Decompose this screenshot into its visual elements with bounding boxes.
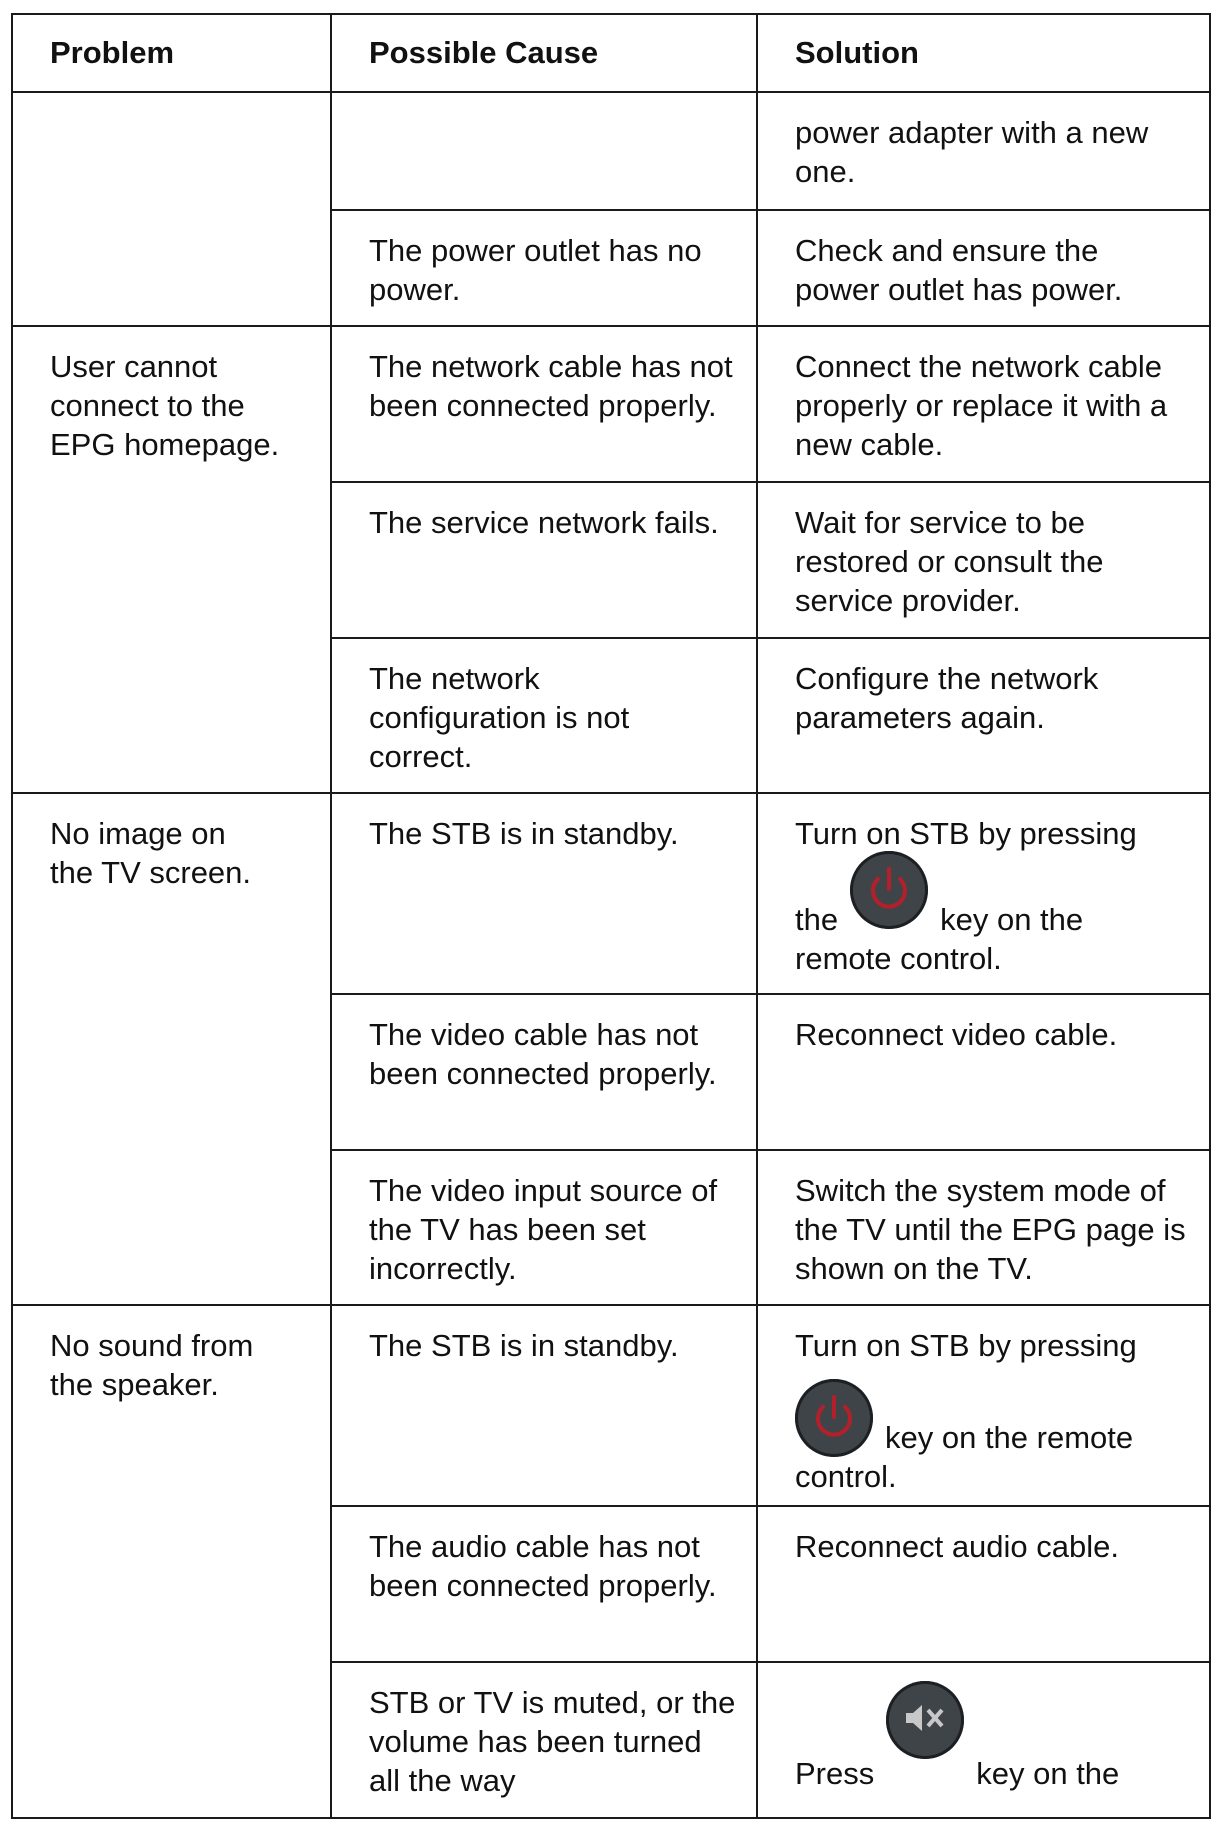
power-key-icon (850, 851, 929, 929)
cause-cell: The video cable has not been connected p… (330, 993, 758, 1151)
solution-cell: Connect the network cable properly or re… (756, 325, 1211, 483)
table-row: The network configuration is not correct… (12, 637, 1211, 794)
cause-cell: The STB is in standby. (330, 1304, 758, 1507)
solution-text: Turn on STB by pressing (795, 1328, 1137, 1363)
table-row: power adapter with a new one. (11, 91, 1211, 327)
table-row: No image on the TV screen. The STB is in… (11, 792, 1211, 1306)
cause-cell (330, 91, 758, 211)
table-row: The video input source of the TV has bee… (12, 1149, 1211, 1306)
header-possible-cause: Possible Cause (330, 13, 758, 93)
problem-cell: No sound from the speaker. (11, 1304, 332, 1819)
cause-cell: The power outlet has no power. (330, 209, 758, 327)
solution-cell: Check and ensure the power outlet has po… (756, 209, 1211, 327)
troubleshooting-table: Problem Possible Cause Solution power ad… (11, 13, 1211, 1819)
solution-text: the (795, 902, 839, 937)
solution-cell: Reconnect video cable. (756, 993, 1211, 1151)
header-problem: Problem (11, 13, 332, 93)
solution-cell: Turn on STB by pressing key on the remot… (756, 1304, 1211, 1507)
table-row: The video cable has not been connected p… (12, 993, 1211, 1151)
table-header-row: Problem Possible Cause Solution (11, 13, 1211, 93)
table-row: The power outlet has no power. Check and… (12, 209, 1211, 327)
table-row: STB or TV is muted, or the volume has be… (12, 1661, 1211, 1819)
solution-text: Turn on STB by pressing (795, 816, 1137, 851)
problem-cell (11, 91, 332, 327)
solution-text: key on the (940, 902, 1084, 937)
problem-cell: User cannot connect to the EPG homepage. (11, 325, 332, 794)
solution-text: control. (795, 1459, 897, 1494)
solution-text: key on the (976, 1756, 1120, 1791)
solution-cell: Wait for service to be restored or consu… (756, 481, 1211, 639)
problem-cell: No image on the TV screen. (11, 792, 332, 1306)
solution-text: Press (795, 1756, 875, 1791)
header-solution: Solution (756, 13, 1211, 93)
table-row: User cannot connect to the EPG homepage.… (11, 325, 1211, 794)
solution-text: key on the remote (885, 1420, 1134, 1455)
solution-cell: power adapter with a new one. (756, 91, 1211, 211)
solution-cell: Press key on the (756, 1661, 1211, 1819)
table-row: The service network fails. Wait for serv… (12, 481, 1211, 639)
solution-cell: Switch the system mode of the TV until t… (756, 1149, 1211, 1306)
cause-cell: The service network fails. (330, 481, 758, 639)
solution-cell: Configure the network parameters again. (756, 637, 1211, 794)
cause-cell: STB or TV is muted, or the volume has be… (330, 1661, 758, 1819)
power-key-icon (795, 1379, 873, 1457)
solution-cell: Reconnect audio cable. (756, 1505, 1211, 1663)
cause-cell: The video input source of the TV has bee… (330, 1149, 758, 1306)
mute-key-icon (886, 1681, 965, 1759)
cause-cell: The network configuration is not correct… (330, 637, 758, 794)
cause-cell: The network cable has not been connected… (330, 325, 758, 483)
solution-text: remote control. (795, 941, 1002, 976)
table-row: The audio cable has not been connected p… (12, 1505, 1211, 1663)
solution-cell: Turn on STB by pressing the key on the re… (756, 792, 1211, 995)
cause-cell: The STB is in standby. (330, 792, 758, 995)
cause-cell: The audio cable has not been connected p… (330, 1505, 758, 1663)
table-row: No sound from the speaker. The STB is in… (11, 1304, 1211, 1819)
